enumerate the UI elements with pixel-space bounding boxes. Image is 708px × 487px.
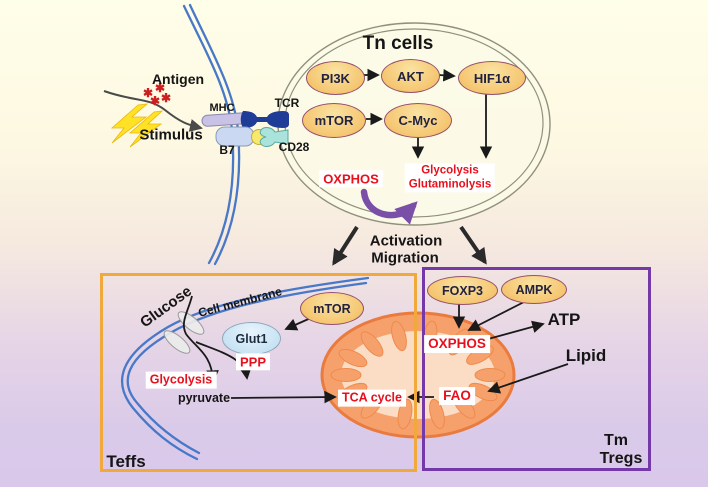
node-akt-label: AKT	[397, 68, 424, 84]
teffs-label: Teffs	[106, 452, 146, 471]
tregs-label: Tregs	[599, 450, 643, 467]
node-hif1a: HIF1α	[458, 61, 526, 95]
fao-label: FAO	[439, 387, 475, 405]
antigen-label: Antigen	[151, 71, 205, 87]
antigen-particle: ✱	[143, 86, 153, 100]
node-hif1a-label: HIF1α	[473, 70, 511, 86]
node-mtor-top-label: mTOR	[314, 113, 354, 128]
tm-label: Tm	[604, 432, 628, 449]
node-akt: AKT	[381, 59, 440, 93]
node-foxp3: FOXP3	[427, 276, 498, 305]
glycolysis-bottom-label: Glycolysis	[145, 371, 217, 389]
antigen-particle: ✱	[161, 91, 171, 105]
synapse-receptors	[201, 111, 289, 147]
antigen-icon: ✱ ✱ ✱ ✱	[143, 81, 171, 108]
node-glut1: Glut1	[222, 322, 281, 355]
antigen-particle: ✱	[155, 81, 165, 95]
node-cmyc: C-Myc	[384, 103, 452, 138]
b7-label: B7	[219, 143, 235, 157]
pyruvate-label: pyruvate	[177, 391, 231, 405]
stimulus-arrow	[103, 90, 203, 132]
mhc-label: MHC	[209, 102, 235, 114]
lipid-label: Lipid	[565, 346, 607, 365]
stimulus-label: Stimulus	[139, 126, 203, 144]
oxphos-bottom-label: OXPHOS	[424, 335, 490, 353]
node-mtor-top: mTOR	[302, 103, 366, 138]
tcr-label: TCR	[274, 96, 300, 110]
node-mtor-bottom: mTOR	[300, 292, 364, 325]
lightning-icon	[110, 103, 164, 148]
tn-cells-title: Tn cells	[362, 33, 434, 54]
tm-tregs-box	[422, 267, 651, 471]
node-ampk: AMPK	[501, 275, 567, 304]
cd28-shape	[259, 127, 289, 147]
node-cmyc-label: C-Myc	[398, 113, 438, 128]
differentiation-arrows	[332, 225, 487, 266]
teff-membrane	[120, 276, 370, 461]
antigen-particle: ✱	[150, 94, 160, 108]
node-mtor-bottom-label: mTOR	[313, 301, 351, 316]
tn-pathway-arrows	[364, 68, 493, 159]
oxphos-top-label: OXPHOS	[319, 170, 383, 188]
ppp-label: PPP	[235, 353, 271, 371]
tcr-shape	[240, 111, 289, 128]
node-glut1-label: Glut1	[235, 331, 268, 346]
glucose-flow-arrows	[182, 295, 252, 383]
teffs-box	[100, 273, 417, 472]
node-pi3k: PI3K	[306, 61, 365, 95]
metabolic-shift-arrow	[360, 188, 418, 225]
node-foxp3-label: FOXP3	[442, 283, 483, 298]
glycolysis-line: Glycolysis	[421, 164, 479, 177]
node-pi3k-label: PI3K	[321, 70, 350, 86]
cd28-label: CD28	[278, 140, 310, 154]
node-ampk-label: AMPK	[515, 282, 553, 297]
atp-label: ATP	[547, 310, 581, 329]
glutaminolysis-line: Glutaminolysis	[408, 178, 492, 190]
glycolysis-glutaminolysis-label: Glycolysis Glutaminolysis	[404, 163, 496, 193]
tca-cycle-label: TCA cycle	[338, 389, 406, 407]
migration-label: Migration	[371, 249, 439, 267]
activation-label: Activation	[369, 232, 443, 250]
